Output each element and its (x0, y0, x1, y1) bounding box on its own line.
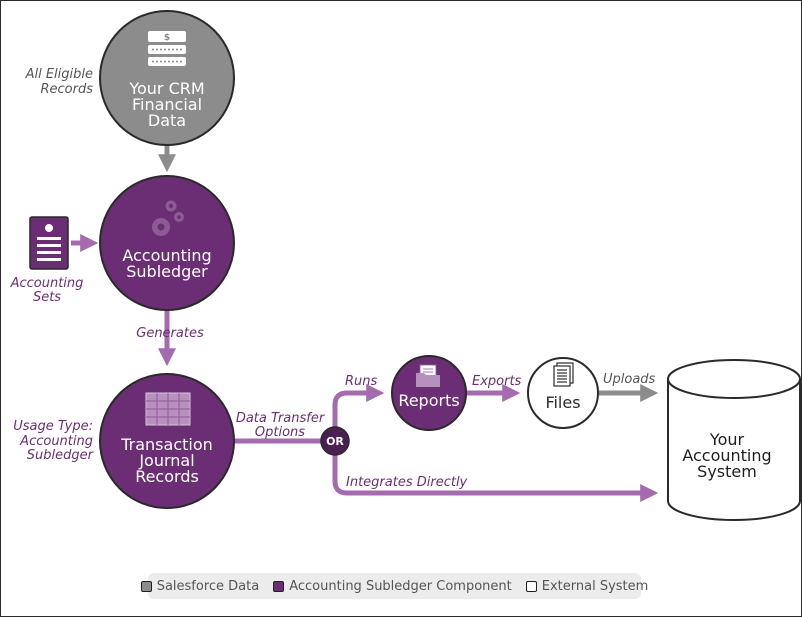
files-label: Files (545, 393, 580, 412)
accounting-system-cylinder: Your Accounting System (667, 359, 801, 521)
svg-text:$: $ (164, 33, 170, 43)
data-transfer-label-line-1: Data Transfer (236, 411, 326, 426)
accounting-sets-document-icon (29, 216, 69, 270)
uploads-label: Uploads (603, 372, 656, 387)
transaction-journal-records-node: Transaction Journal Records (99, 373, 235, 509)
legend-swatch-white (525, 580, 537, 592)
reports-label: Reports (398, 391, 459, 410)
journal-title-line-1: Transaction (120, 435, 213, 454)
generates-label: Generates (136, 326, 204, 341)
crm-title-line-2: Financial (132, 95, 202, 114)
data-transfer-label-line-2: Options (255, 425, 305, 440)
runs-label: Runs (345, 374, 378, 389)
edge-or-integrates (332, 455, 659, 502)
journal-caption-line-2: Accounting (19, 434, 93, 449)
system-title-line-1: Your (709, 430, 745, 449)
sets-caption-line-1: Accounting (10, 276, 84, 291)
system-title-line-3: System (697, 462, 757, 481)
legend-item-salesforce-data: Salesforce Data (140, 578, 260, 594)
gears-icon (152, 200, 184, 236)
integrates-label: Integrates Directly (346, 475, 468, 490)
or-label: OR (326, 435, 344, 448)
system-title-line-2: Accounting (682, 446, 771, 465)
legend-label: Accounting Subledger Component (289, 578, 512, 594)
or-junction: OR (320, 426, 350, 456)
exports-label: Exports (472, 374, 522, 389)
crm-caption-line-1: All Eligible (25, 67, 93, 82)
legend-item-subledger-component: Accounting Subledger Component (273, 579, 512, 594)
crm-caption-line-2: Records (40, 82, 93, 97)
journal-title-line-3: Records (135, 467, 199, 486)
edge-or-to-reports (332, 384, 385, 427)
legend-label: External System (541, 578, 649, 594)
accounting-subledger-node: Accounting Subledger (99, 175, 235, 311)
files-node: Files (527, 357, 599, 429)
crm-title-line-1: Your CRM (128, 79, 204, 98)
crm-data-node: $ Your CRM Financial Data (99, 10, 235, 146)
legend-label: Salesforce Data (156, 578, 260, 594)
crm-title-line-3: Data (148, 111, 186, 130)
legend-item-external-system: External System (525, 578, 649, 594)
document-icon (553, 362, 574, 387)
legend: Salesforce Data Accounting Subledger Com… (140, 573, 648, 599)
folder-icon (416, 364, 440, 387)
legend-swatch-purple (273, 580, 285, 592)
journal-title-line-2: Journal (138, 451, 194, 470)
journal-caption-line-3: Subledger (27, 448, 95, 463)
reports-node: Reports (391, 355, 467, 431)
sets-caption-line-2: Sets (33, 290, 61, 305)
legend-swatch-gray (140, 580, 152, 592)
spreadsheet-icon (145, 392, 191, 426)
journal-caption-line-1: Usage Type: (13, 419, 93, 434)
server-dollar-icon: $ (148, 31, 186, 66)
subledger-title-line-2: Subledger (126, 262, 208, 281)
subledger-title-line-1: Accounting (122, 246, 211, 265)
